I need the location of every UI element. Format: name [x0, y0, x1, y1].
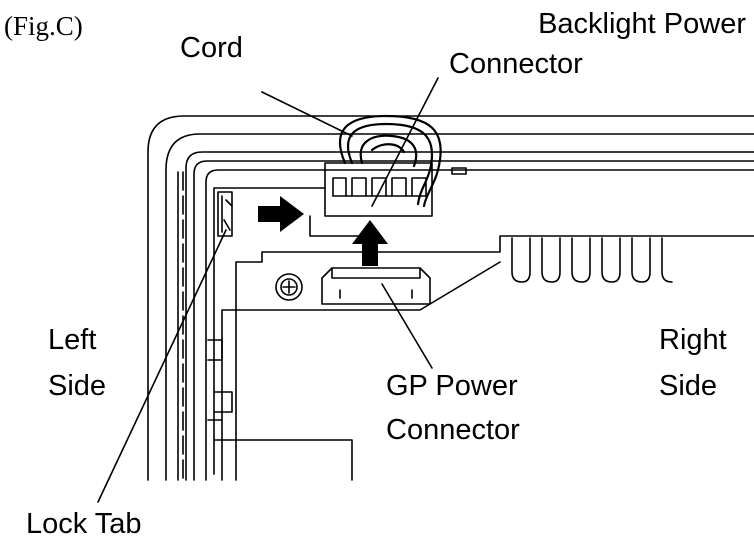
- lower-panel: [213, 391, 233, 413]
- up-arrow-icon: [352, 220, 388, 266]
- backlight-leader: [371, 77, 439, 207]
- gp-connector-label-line2: Connector: [386, 414, 520, 446]
- lock-tab-leader: [97, 229, 227, 503]
- cord-leader: [261, 91, 353, 137]
- right-arrow-icon: [258, 196, 304, 232]
- gp-leader: [381, 283, 433, 369]
- right-side-label-line1: Right: [659, 324, 727, 356]
- frame-layer-2: [193, 160, 754, 481]
- lower-panel-3: [207, 339, 223, 361]
- screw-icon: [275, 273, 303, 301]
- backlight-connector: [309, 162, 433, 237]
- frame-layer-4: [213, 187, 326, 475]
- heat-sink-fins: [511, 237, 673, 283]
- left-side-label-line2: Side: [48, 370, 107, 402]
- lock-tab-label: Lock Tab: [26, 508, 142, 540]
- lock-tab: [217, 191, 233, 237]
- left-edge-ticks: [177, 171, 184, 481]
- left-side-label-line1: Left: [48, 324, 97, 356]
- gp-power-connector: [321, 267, 431, 305]
- leader-lines: [97, 77, 439, 503]
- chassis-plate: [235, 235, 754, 481]
- top-rail-slot: [451, 167, 467, 175]
- insert-arrows: [258, 196, 388, 266]
- outer-bezel-outline: [147, 115, 754, 481]
- inner-bezel-outline: [165, 133, 754, 481]
- backlight-connector-label-line2: Connector: [449, 48, 583, 80]
- backlight-connector-label-line1: Backlight Power: [538, 8, 746, 40]
- gp-connector-label-line1: GP Power: [386, 370, 518, 402]
- right-side-label-line2: Side: [659, 370, 718, 402]
- cord-label: Cord: [180, 32, 243, 64]
- frame-layer-1: [185, 151, 754, 481]
- frame-layer-3: [205, 169, 754, 481]
- cord: [338, 114, 442, 208]
- chassis-inner-edge: [221, 261, 501, 481]
- figure-id: (Fig.C): [4, 11, 83, 41]
- lower-panel-2: [213, 439, 353, 481]
